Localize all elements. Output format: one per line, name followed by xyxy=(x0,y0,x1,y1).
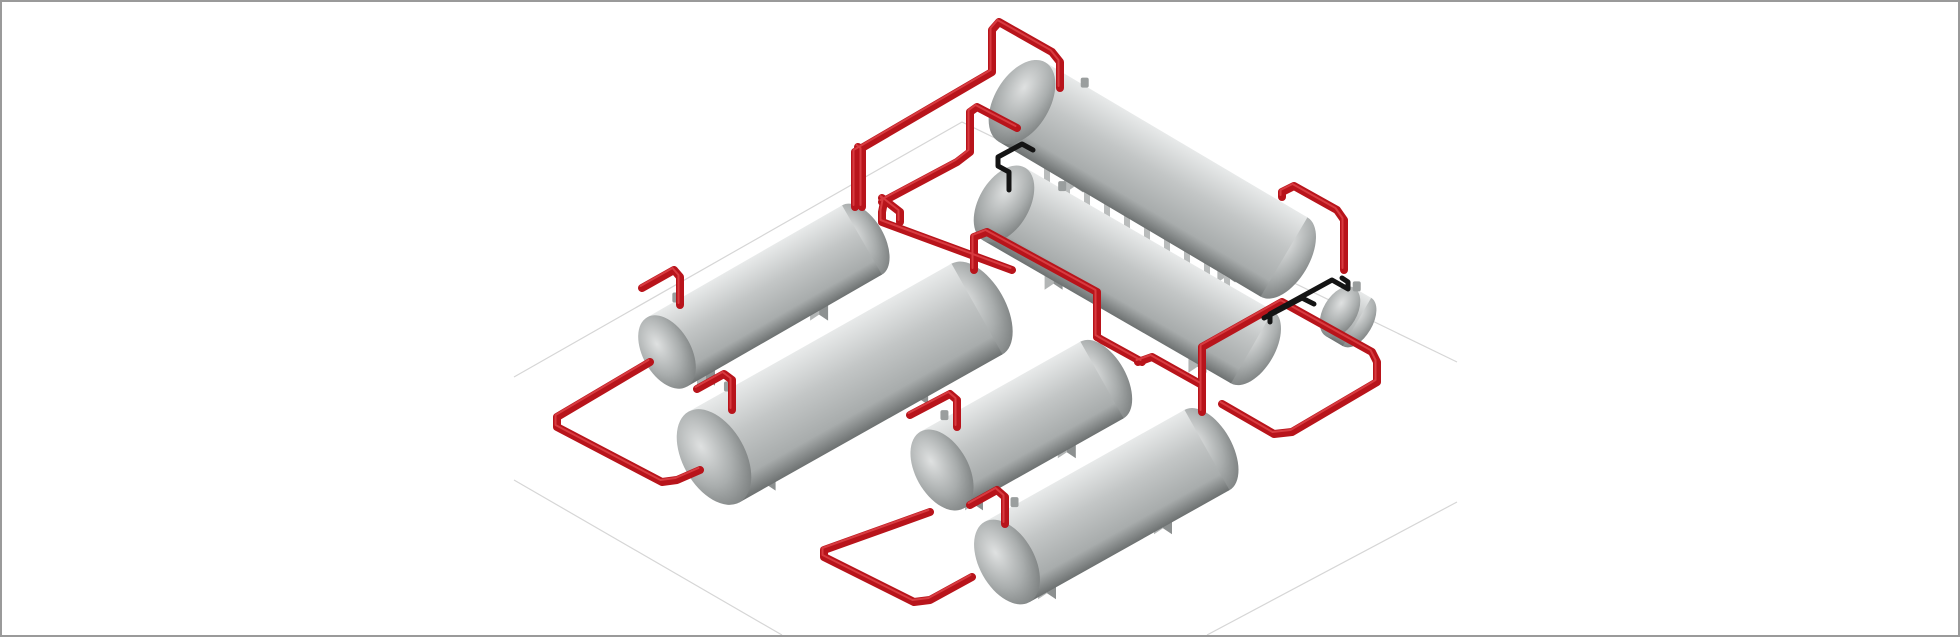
red-pipe-highlight xyxy=(852,19,1060,206)
horizontal-tank xyxy=(638,203,890,389)
red-pipe-highlight xyxy=(1279,183,1344,269)
red-pipe-highlight xyxy=(971,229,1097,336)
tank-shell xyxy=(998,62,1308,297)
horizontal-tank xyxy=(910,339,1133,511)
tank-front-head xyxy=(910,429,974,511)
tank-shell xyxy=(984,409,1230,603)
tank-nozzle xyxy=(1058,181,1067,192)
tank-nozzle xyxy=(940,410,949,421)
red-pipe-highlight xyxy=(694,371,732,409)
tank-shell xyxy=(647,205,882,387)
tank-nozzle xyxy=(1080,77,1089,88)
red-pipe-run xyxy=(820,508,976,606)
red-pipe-highlight xyxy=(1094,334,1142,361)
tank-front-head xyxy=(973,165,1035,243)
red-pipe-highlight xyxy=(639,267,680,304)
red-pipe-run xyxy=(878,103,1021,206)
horizontal-tank xyxy=(974,408,1239,605)
tank-shell xyxy=(688,263,1003,503)
red-pipe-highlight xyxy=(821,509,972,601)
red-pipe-highlight xyxy=(879,104,1017,201)
red-pipe-run xyxy=(1198,298,1381,438)
tank-nozzle xyxy=(1352,281,1361,292)
black-piping xyxy=(995,141,1351,325)
tank-front-head xyxy=(974,519,1040,605)
red-pipe-highlight xyxy=(855,144,862,206)
red-pipe-highlight xyxy=(1199,299,1377,433)
horizontal-tank xyxy=(676,261,1013,505)
tank-front-head xyxy=(676,409,752,505)
tank-front-head xyxy=(638,315,696,389)
black-pipe-loop-lower xyxy=(1261,295,1317,321)
tank-nozzle xyxy=(1010,497,1019,508)
red-pipe-highlight xyxy=(554,359,700,481)
tank-shell xyxy=(920,341,1124,509)
red-pipe-run xyxy=(553,358,704,486)
black-pipe-loop-left xyxy=(995,141,1036,193)
red-pipe-highlight xyxy=(907,391,957,426)
horizontal-tanks xyxy=(638,59,1377,605)
red-pipe-highlight xyxy=(1135,354,1202,384)
red-piping-network xyxy=(553,18,1381,606)
red-pipe-run xyxy=(1278,182,1348,274)
tank-shell xyxy=(983,167,1273,384)
red-pipe-highlight xyxy=(967,487,1005,523)
red-pipe-run xyxy=(970,228,1101,341)
